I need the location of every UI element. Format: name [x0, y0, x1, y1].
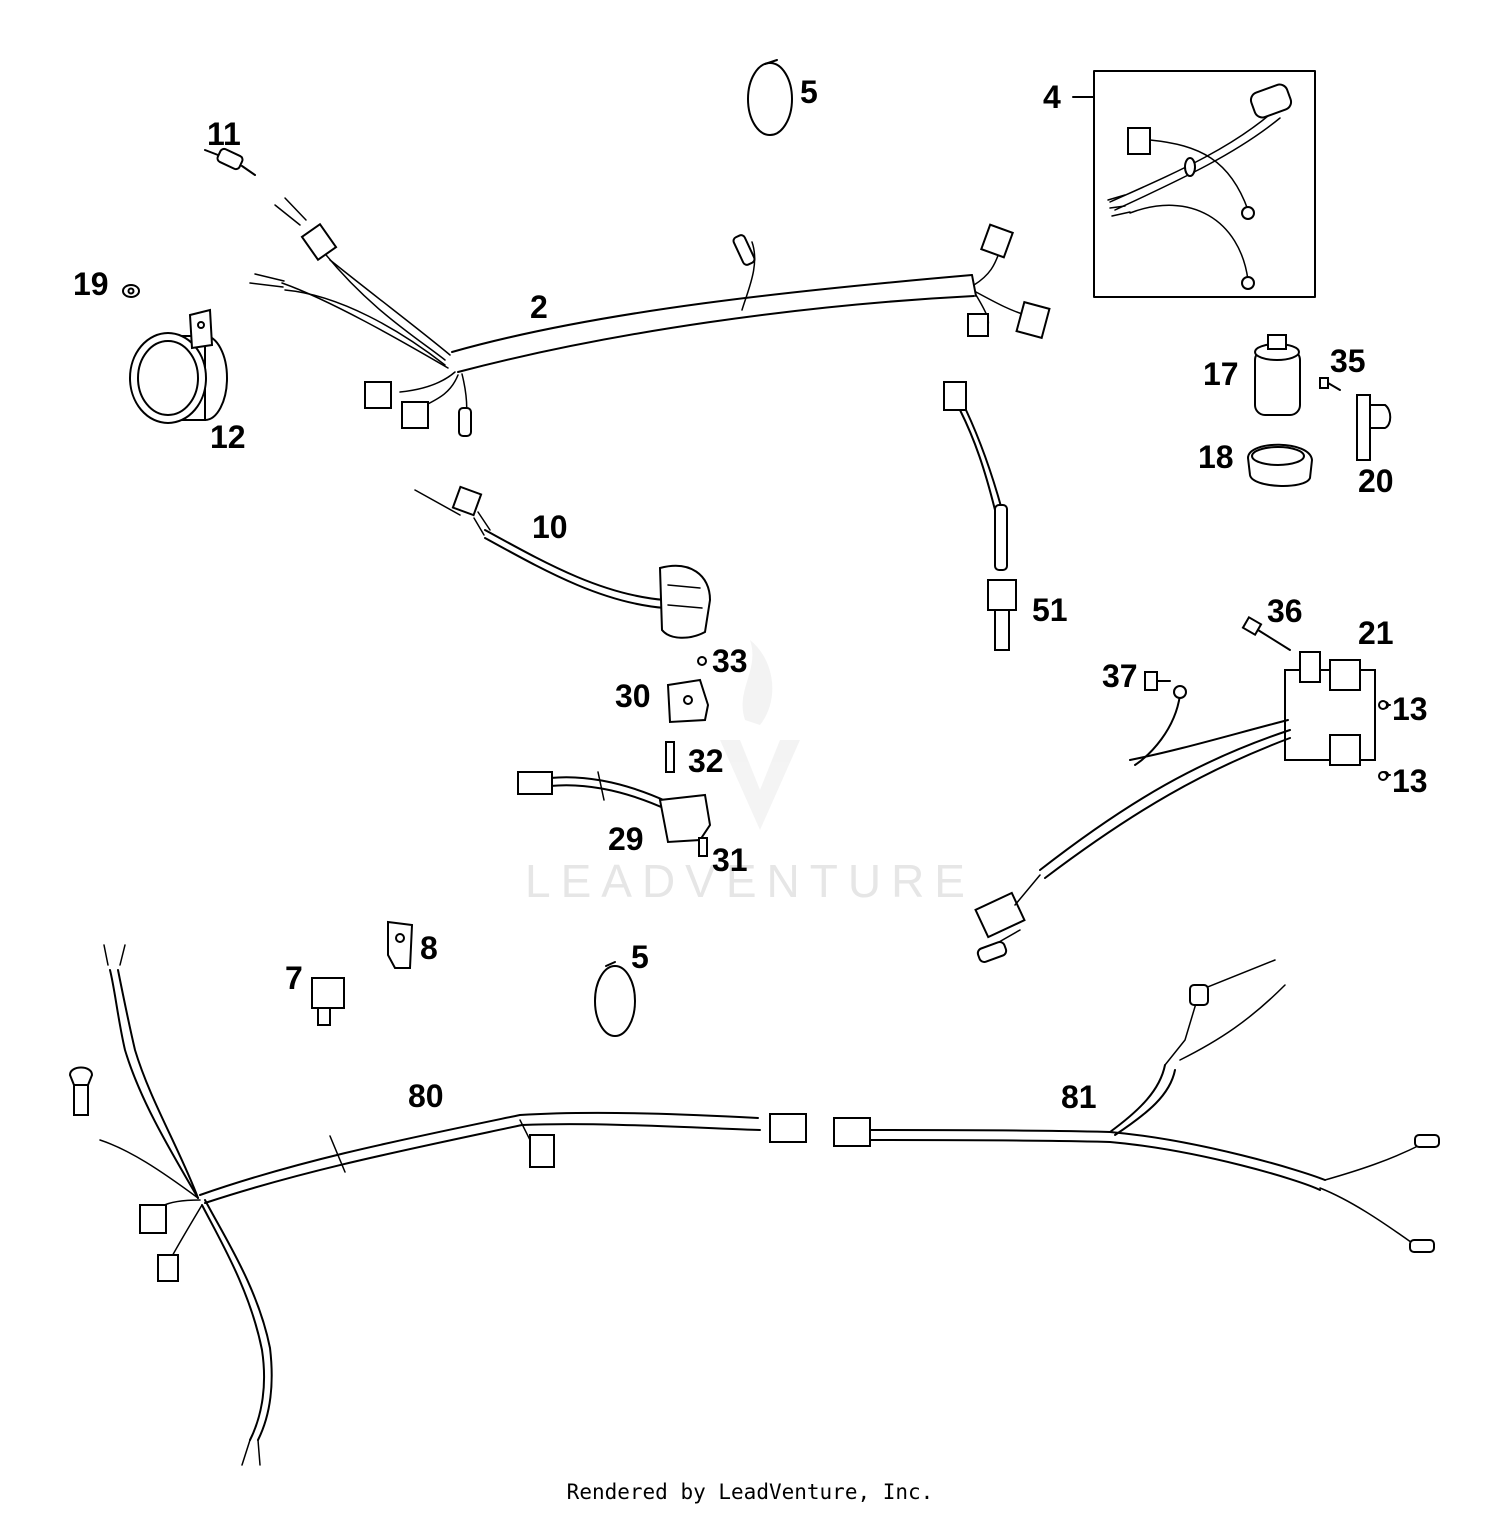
- part-11-bulb[interactable]: [204, 147, 256, 176]
- watermark-logo: [720, 640, 800, 830]
- callout-7: 7: [285, 960, 303, 996]
- callout-35: 35: [1330, 343, 1366, 379]
- callout-21: 21: [1358, 615, 1394, 651]
- part-5-cable-tie-bottom[interactable]: [594, 961, 636, 1037]
- callout-12: 12: [210, 419, 246, 455]
- callout-13-upper: 13: [1392, 691, 1428, 727]
- callout-36: 36: [1267, 593, 1303, 629]
- part-37-bolt[interactable]: [1144, 671, 1171, 691]
- callout-19: 19: [73, 266, 109, 302]
- callout-20: 20: [1358, 463, 1394, 499]
- callout-30: 30: [615, 678, 651, 714]
- callout-labels: 5 4 11 19 2 12 17 35 18 20 10 51 36 21 3…: [73, 74, 1428, 1115]
- part-7-relay[interactable]: [311, 977, 345, 1026]
- part-51-sender[interactable]: [943, 381, 1017, 651]
- callout-5: 5: [800, 74, 818, 110]
- callout-29: 29: [608, 821, 644, 857]
- callout-17: 17: [1203, 356, 1239, 392]
- part-17-condenser[interactable]: [1254, 334, 1301, 416]
- part-20-bracket[interactable]: [1356, 394, 1392, 461]
- part-2-main-harness[interactable]: [249, 197, 1051, 437]
- callout-2: 2: [530, 289, 548, 325]
- part-33-nut[interactable]: [697, 656, 707, 666]
- callout-31: 31: [712, 842, 748, 878]
- footer-credit: Rendered by LeadVenture, Inc.: [566, 1480, 934, 1504]
- part-12-horn[interactable]: [129, 308, 228, 424]
- callout-81: 81: [1061, 1079, 1097, 1115]
- part-13-nut-lower[interactable]: [1378, 771, 1388, 781]
- part-19-nut[interactable]: [122, 284, 140, 298]
- part-32-screw[interactable]: [665, 741, 675, 773]
- part-29-sensor[interactable]: [517, 771, 712, 844]
- callout-4: 4: [1043, 79, 1061, 115]
- part-8-bracket[interactable]: [387, 920, 414, 969]
- callout-10: 10: [532, 509, 568, 545]
- part-5-cable-tie-top[interactable]: [747, 59, 793, 136]
- callout-32: 32: [688, 743, 724, 779]
- watermark-text: LEADVENTURE: [525, 855, 975, 907]
- callout-33: 33: [712, 643, 748, 679]
- callout-8: 8: [420, 930, 438, 966]
- part-13-nut-upper[interactable]: [1378, 700, 1388, 710]
- part-81-front-harness[interactable]: [833, 959, 1440, 1253]
- part-21-regulator[interactable]: [974, 651, 1391, 963]
- callout-80: 80: [408, 1078, 444, 1114]
- callout-18: 18: [1198, 439, 1234, 475]
- callout-13-lower: 13: [1392, 763, 1428, 799]
- part-4-kit-box[interactable]: [1072, 70, 1316, 298]
- callout-51: 51: [1032, 592, 1068, 628]
- part-31-screw[interactable]: [698, 837, 708, 857]
- callout-11: 11: [207, 116, 241, 152]
- part-18-clamp[interactable]: [1246, 443, 1314, 487]
- part-10-switch[interactable]: [414, 485, 712, 639]
- callout-5-lower: 5: [631, 939, 649, 975]
- callout-37: 37: [1102, 658, 1138, 694]
- part-80-rear-harness[interactable]: [68, 944, 807, 1466]
- part-36-bolt[interactable]: [1241, 615, 1291, 651]
- part-35-screw[interactable]: [1319, 377, 1341, 391]
- part-30-cover[interactable]: [666, 678, 710, 724]
